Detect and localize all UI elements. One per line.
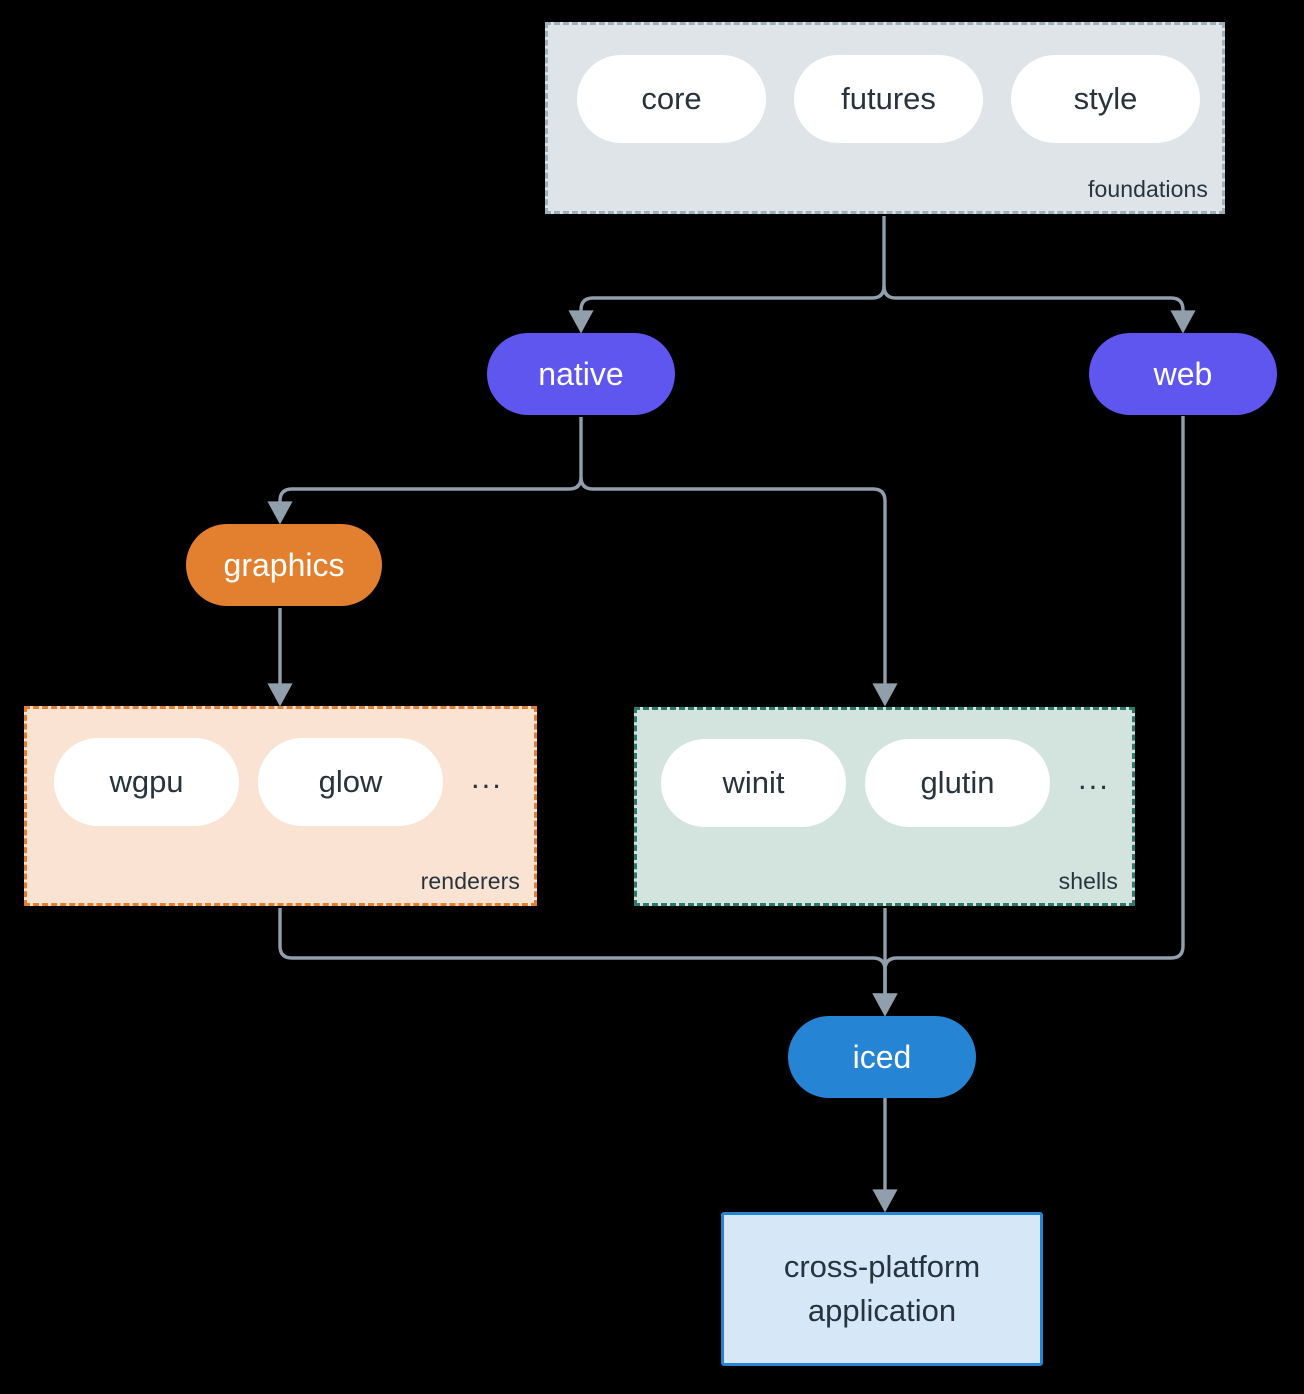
edge-native-to-graphics: [267, 476, 583, 525]
node-style[interactable]: style: [1011, 55, 1200, 143]
edge-renderers-to-iced: [278, 908, 898, 1017]
group-renderers-members: wgpu glow ...: [54, 738, 503, 826]
node-core[interactable]: core: [577, 55, 766, 143]
node-native[interactable]: native: [487, 333, 675, 415]
group-renderers-label: renderers: [420, 868, 520, 894]
application-label-line2: application: [807, 1293, 957, 1328]
group-shells-members: winit glutin ...: [661, 739, 1110, 827]
node-cross-platform-application[interactable]: cross-platform application: [721, 1212, 1043, 1366]
shells-ellipsis: ...: [1078, 760, 1110, 796]
node-web[interactable]: web: [1089, 333, 1277, 415]
group-foundations-members: core futures style: [577, 55, 1200, 143]
edge-foundations-to-web: [882, 285, 1196, 334]
node-glutin[interactable]: glutin: [865, 739, 1050, 827]
node-futures[interactable]: futures: [794, 55, 983, 143]
node-wgpu[interactable]: wgpu: [54, 738, 239, 826]
group-renderers: wgpu glow ... renderers: [24, 706, 537, 906]
node-graphics[interactable]: graphics: [186, 524, 382, 606]
edge-foundations-to-native: [568, 285, 886, 334]
group-foundations: core futures style foundations: [545, 22, 1225, 214]
node-iced[interactable]: iced: [788, 1016, 976, 1098]
group-shells-label: shells: [1058, 868, 1118, 894]
group-shells: winit glutin ... shells: [634, 707, 1135, 906]
node-glow[interactable]: glow: [258, 738, 443, 826]
group-foundations-label: foundations: [1087, 176, 1208, 202]
renderers-ellipsis: ...: [471, 759, 503, 795]
edge-native-to-shells: [579, 476, 898, 707]
node-winit[interactable]: winit: [661, 739, 846, 827]
application-label-line1: cross-platform: [783, 1248, 981, 1284]
